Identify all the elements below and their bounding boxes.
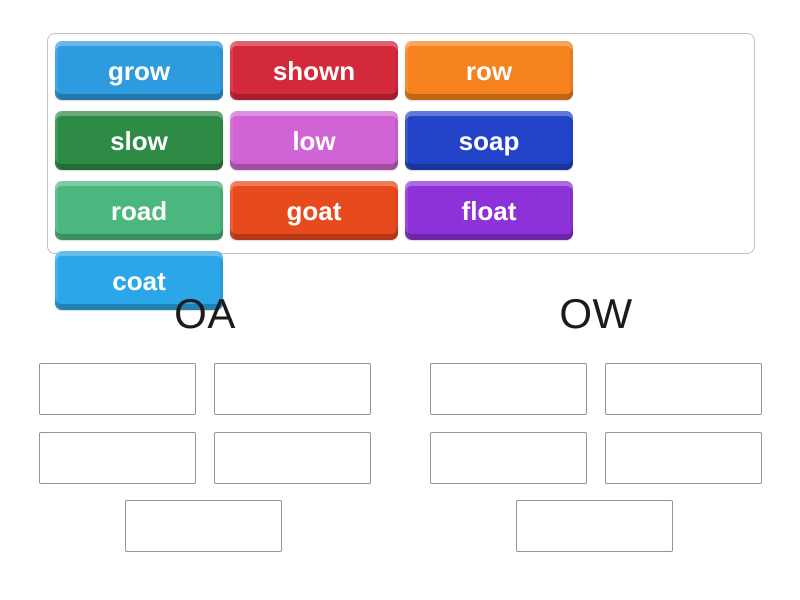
word-tile[interactable]: slow (55, 111, 223, 170)
word-tile-label: coat (112, 265, 166, 296)
word-tile-label: soap (458, 125, 520, 156)
word-tile-label: slow (110, 125, 168, 156)
word-tile-label: goat (286, 195, 342, 226)
word-tile[interactable]: low (230, 111, 398, 170)
drop-slot[interactable] (39, 363, 196, 415)
word-tile[interactable]: row (405, 41, 573, 100)
word-tile-label: grow (107, 55, 171, 86)
group-header: OA (174, 290, 236, 337)
word-tile-label: float (461, 195, 517, 226)
drop-slot[interactable] (605, 363, 762, 415)
drop-slot[interactable] (430, 363, 587, 415)
drop-slot[interactable] (214, 432, 371, 484)
word-tile-label: low (292, 125, 336, 156)
group-ow: OW (430, 285, 762, 555)
word-tile[interactable]: shown (230, 41, 398, 100)
word-tile[interactable]: road (55, 181, 223, 240)
drop-slot[interactable] (125, 500, 282, 552)
drop-slot[interactable] (430, 432, 587, 484)
word-bank: grow shown row slow low soap road goat f… (47, 33, 755, 310)
word-tile[interactable]: soap (405, 111, 573, 170)
group-slots (430, 363, 762, 552)
word-tile-label: road (110, 195, 168, 226)
word-tile-label: shown (272, 55, 356, 86)
word-tile-label: row (465, 55, 513, 86)
drop-slot[interactable] (516, 500, 673, 552)
word-tile[interactable]: goat (230, 181, 398, 240)
word-tile[interactable]: float (405, 181, 573, 240)
group-header: OW (559, 290, 633, 337)
group-slots (39, 363, 371, 552)
drop-slot[interactable] (39, 432, 196, 484)
group-oa: OA (39, 285, 371, 555)
drop-slot[interactable] (605, 432, 762, 484)
word-tile[interactable]: coat (55, 251, 223, 310)
word-tile[interactable]: grow (55, 41, 223, 100)
drop-slot[interactable] (214, 363, 371, 415)
